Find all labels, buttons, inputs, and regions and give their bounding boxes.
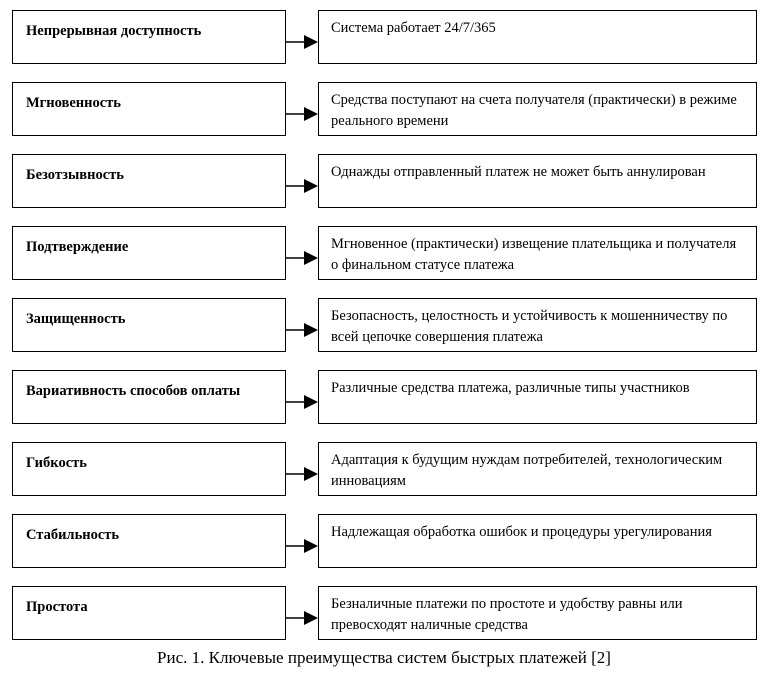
description-box: Адаптация к будущим нуждам потребителей,…	[318, 442, 757, 496]
description-text: Надлежащая обработка ошибок и процедуры …	[331, 524, 712, 540]
description-box: Безопасность, целостность и устойчивость…	[318, 298, 757, 352]
feature-label: Непрерывная доступность	[26, 23, 202, 39]
feature-label: Подтверждение	[26, 239, 129, 255]
arrow-right-icon	[286, 179, 318, 193]
arrow-right-icon	[286, 323, 318, 337]
row-security: Защищенность Безопасность, целостность и…	[0, 298, 768, 354]
description-box: Мгновенное (практически) извещение плате…	[318, 226, 757, 280]
description-text: Безопасность, целостность и устойчивость…	[331, 308, 728, 345]
feature-label: Стабильность	[26, 527, 120, 543]
row-stability: Стабильность Надлежащая обработка ошибок…	[0, 514, 768, 570]
description-text: Мгновенное (практически) извещение плате…	[331, 236, 737, 273]
row-continuous-availability: Непрерывная доступность Система работает…	[0, 10, 768, 66]
feature-box: Гибкость	[12, 442, 286, 496]
feature-box: Безотзывность	[12, 154, 286, 208]
description-text: Система работает 24/7/365	[331, 20, 496, 36]
description-text: Различные средства платежа, различные ти…	[331, 380, 690, 396]
description-box: Различные средства платежа, различные ти…	[318, 370, 757, 424]
feature-label: Гибкость	[26, 455, 87, 471]
arrow-right-icon	[286, 251, 318, 265]
feature-label: Вариативность способов оплаты	[26, 383, 241, 399]
arrow-right-icon	[286, 35, 318, 49]
feature-label: Защищенность	[26, 311, 126, 327]
arrow-right-icon	[286, 467, 318, 481]
arrow-right-icon	[286, 107, 318, 121]
row-confirmation: Подтверждение Мгновенное (практически) и…	[0, 226, 768, 282]
figure-caption: Рис. 1. Ключевые преимущества систем быс…	[157, 648, 611, 667]
description-text: Адаптация к будущим нуждам потребителей,…	[331, 452, 723, 489]
description-box: Система работает 24/7/365	[318, 10, 757, 64]
arrow-right-icon	[286, 611, 318, 625]
feature-box: Стабильность	[12, 514, 286, 568]
arrow-right-icon	[286, 395, 318, 409]
feature-label: Мгновенность	[26, 95, 121, 111]
feature-box: Простота	[12, 586, 286, 640]
description-text: Однажды отправленный платеж не может быт…	[331, 164, 706, 180]
description-box: Надлежащая обработка ошибок и процедуры …	[318, 514, 757, 568]
description-text: Средства поступают на счета получателя (…	[331, 92, 737, 129]
feature-label: Безотзывность	[26, 167, 124, 183]
feature-label: Простота	[26, 599, 88, 615]
row-irrevocability: Безотзывность Однажды отправленный плате…	[0, 154, 768, 210]
description-box: Средства поступают на счета получателя (…	[318, 82, 757, 136]
row-payment-variability: Вариативность способов оплаты Различные …	[0, 370, 768, 426]
description-box: Однажды отправленный платеж не может быт…	[318, 154, 757, 208]
feature-box: Защищенность	[12, 298, 286, 352]
row-simplicity: Простота Безналичные платежи по простоте…	[0, 586, 768, 642]
description-text: Безналичные платежи по простоте и удобст…	[331, 596, 683, 633]
feature-box: Подтверждение	[12, 226, 286, 280]
arrow-right-icon	[286, 539, 318, 553]
feature-box: Мгновенность	[12, 82, 286, 136]
feature-box: Вариативность способов оплаты	[12, 370, 286, 424]
row-flexibility: Гибкость Адаптация к будущим нуждам потр…	[0, 442, 768, 498]
row-instantaneity: Мгновенность Средства поступают на счета…	[0, 82, 768, 138]
feature-box: Непрерывная доступность	[12, 10, 286, 64]
description-box: Безналичные платежи по простоте и удобст…	[318, 586, 757, 640]
